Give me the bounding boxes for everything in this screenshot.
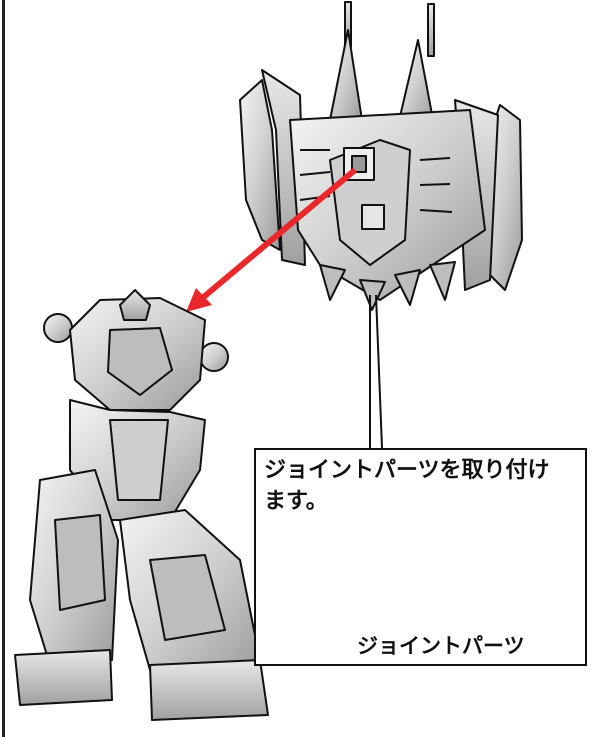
- backpack-unit: [239, 1, 523, 311]
- instruction-line-1: ジョイントパーツを取り付け: [264, 458, 550, 483]
- instruction-text: ジョイントパーツを取り付け ます。: [264, 455, 584, 517]
- page-left-border: [2, 0, 5, 737]
- instruction-line-2: ます。: [264, 489, 328, 514]
- attach-arrow: [186, 167, 357, 312]
- joint-part-label: ジョイントパーツ: [357, 634, 525, 658]
- detail-callout-box: ジョイントパーツを取り付け ます。 ジョイントパーツ: [254, 448, 587, 666]
- callout-leader: [369, 294, 383, 449]
- robot-body: [14, 289, 269, 721]
